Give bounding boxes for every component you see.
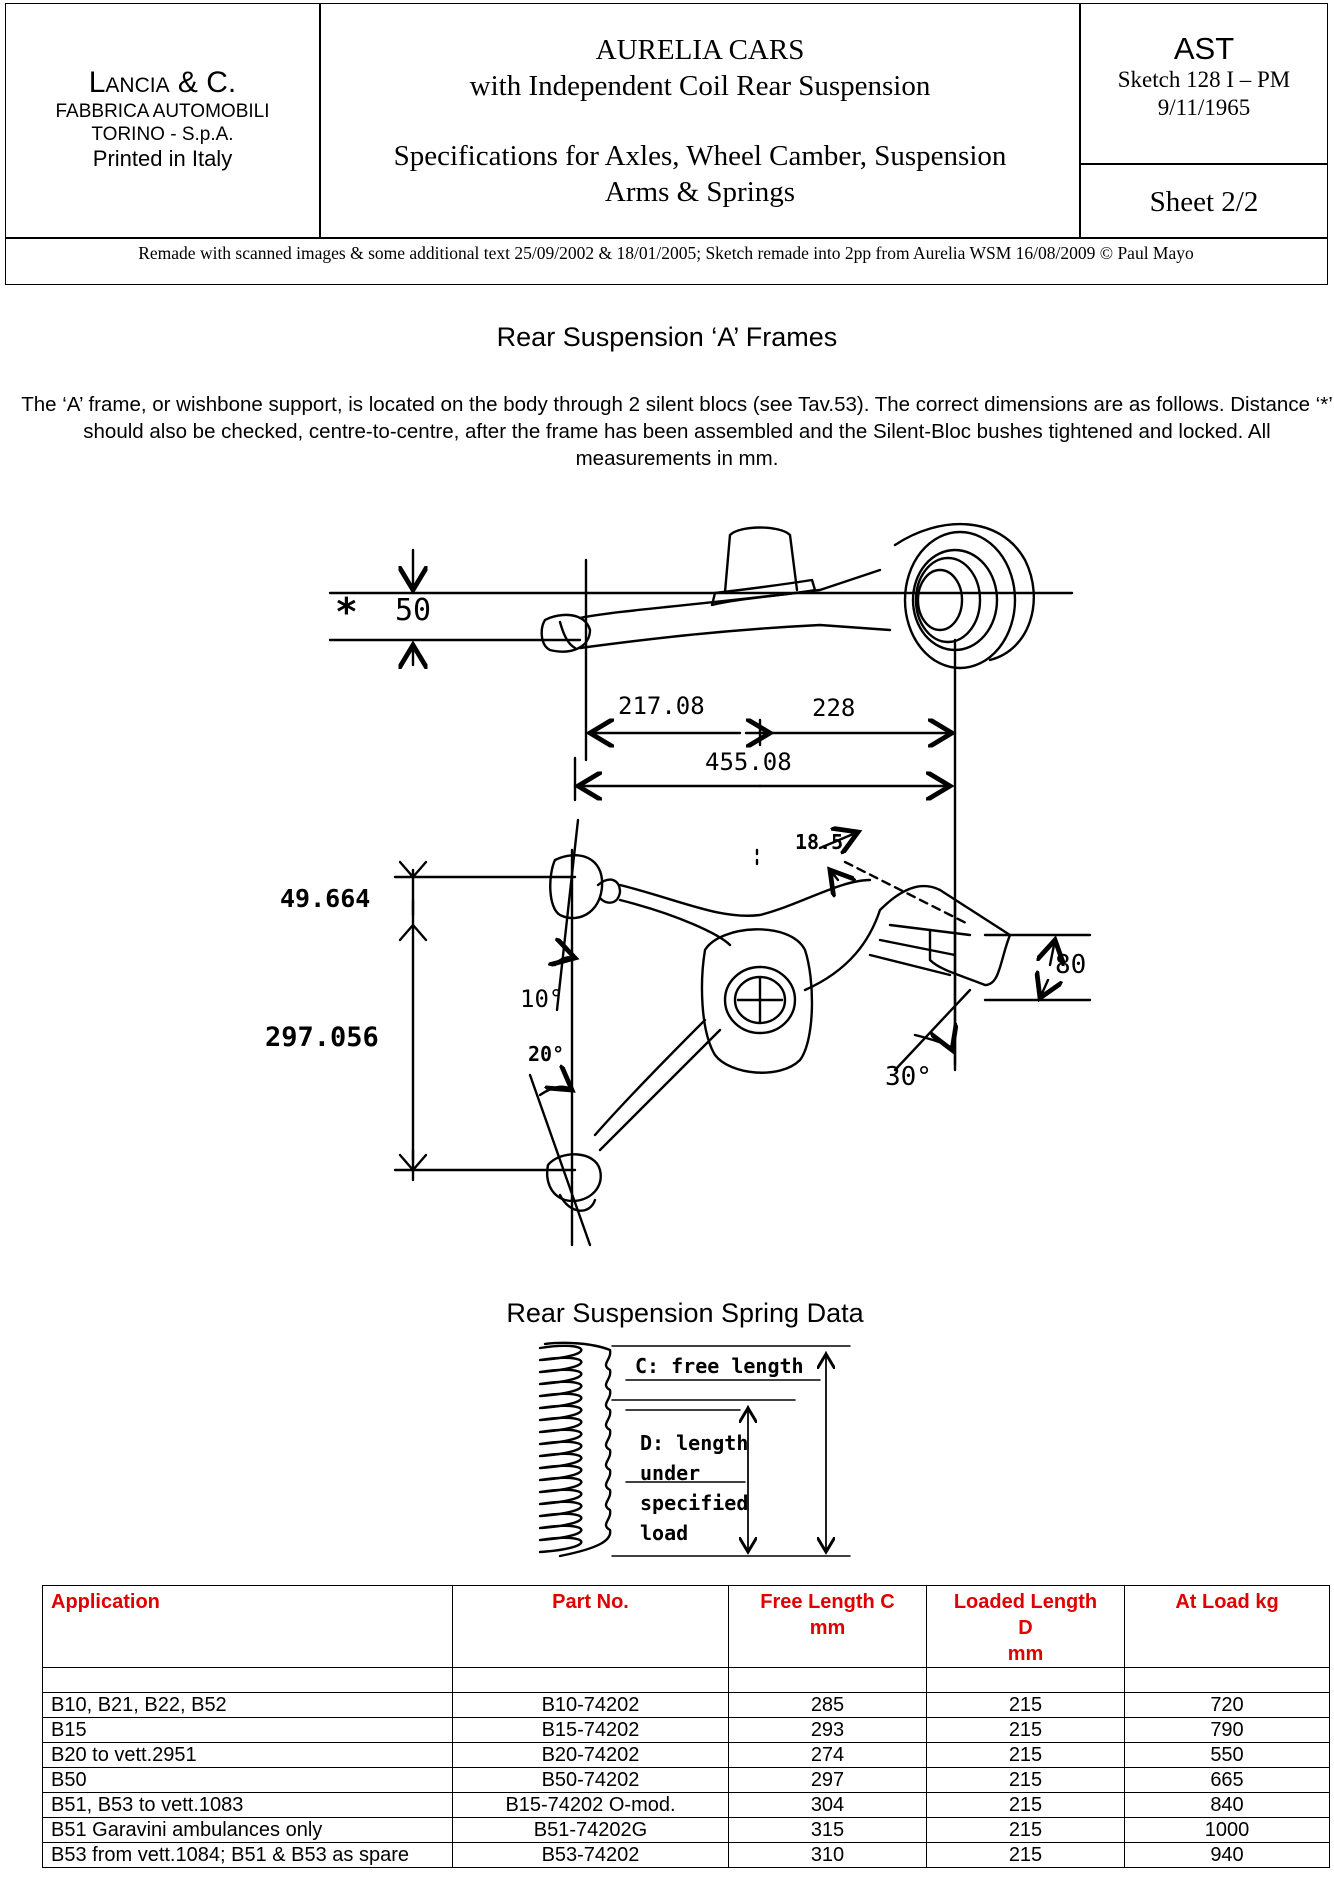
title-line1: AURELIA CARS — [595, 34, 805, 66]
cell-application: B10, B21, B22, B52 — [42, 1692, 453, 1718]
cell-load: 790 — [1124, 1717, 1330, 1743]
cell-part-no: B15-74202 — [452, 1717, 729, 1743]
cell-free: 297 — [728, 1767, 927, 1793]
angle-10: 10° — [520, 985, 564, 1013]
title-line2: with Independent Coil Rear Suspension — [469, 70, 931, 102]
cell-free: 285 — [728, 1692, 927, 1718]
dim-217: 217.08 — [618, 692, 705, 720]
cell-part-no: B10-74202 — [452, 1692, 729, 1718]
printed-in: Printed in Italy — [92, 146, 233, 171]
spring-label-d: D: length under specified load — [640, 1428, 748, 1548]
spring-diagram — [538, 1341, 851, 1558]
title-line4: Arms & Springs — [604, 176, 796, 208]
title-block: AURELIA CARS with Independent Coil Rear … — [321, 32, 1079, 210]
cell-application: B51, B53 to vett.1083 — [42, 1792, 453, 1818]
cell-loaded: 215 — [926, 1842, 1125, 1868]
cell-part-no: B53-74202 — [452, 1842, 729, 1868]
code-block: AST Sketch 128 I – PM 9/11/1965 — [1081, 32, 1327, 122]
spring-label-d2: under — [640, 1461, 701, 1485]
cell-part-no: B51-74202G — [452, 1817, 729, 1843]
cell-load: 665 — [1124, 1767, 1330, 1793]
company-location: TORINO - S.p.A. — [91, 124, 234, 145]
spring-heading: Rear Suspension Spring Data — [506, 1298, 864, 1328]
cell-application: B51 Garavini ambulances only — [42, 1817, 453, 1843]
company-subtitle: FABBRICA AUTOMOBILI — [55, 101, 270, 122]
cell-load: 550 — [1124, 1742, 1330, 1768]
spring-label-d1: D: length — [640, 1431, 749, 1455]
aframe-heading: Rear Suspension ‘A’ Frames — [496, 322, 838, 352]
dim-297: 297.056 — [265, 1022, 379, 1053]
dim-49: 49.664 — [280, 884, 371, 913]
angle-30: 30° — [885, 1062, 932, 1092]
cell-part-no: B50-74202 — [452, 1767, 729, 1793]
cell-loaded: 215 — [926, 1742, 1125, 1768]
cell-loaded: 215 — [926, 1817, 1125, 1843]
spring-label-d3: specified — [640, 1491, 749, 1515]
sheet-number: Sheet 2/2 — [1149, 186, 1259, 218]
cell-application: B50 — [42, 1767, 453, 1793]
cell-load: 840 — [1124, 1792, 1330, 1818]
cell-free: 304 — [728, 1792, 927, 1818]
spring-label-d4: load — [640, 1521, 689, 1545]
cell-load: 940 — [1124, 1842, 1330, 1868]
cell-loaded: 215 — [926, 1692, 1125, 1718]
table-spacer-row — [42, 1667, 1330, 1693]
dim-50: 50 — [395, 593, 432, 628]
cell-load: 720 — [1124, 1692, 1330, 1718]
angle-20: 20° — [528, 1042, 565, 1066]
title-line3: Specifications for Axles, Wheel Camber, … — [393, 140, 1007, 172]
cell-loaded: 215 — [926, 1792, 1125, 1818]
cell-free: 293 — [728, 1717, 927, 1743]
dim-228: 228 — [812, 694, 856, 722]
cell-loaded: 215 — [926, 1767, 1125, 1793]
cell-application: B15 — [42, 1717, 453, 1743]
doc-code: AST — [1173, 31, 1235, 66]
cell-loaded: 215 — [926, 1717, 1125, 1743]
dim-18: 18.5 — [795, 830, 844, 854]
aframe-description: The ‘A’ frame, or wishbone support, is l… — [21, 393, 1333, 470]
dim-star: * — [335, 590, 358, 634]
document-header: Lancia & C. FABBRICA AUTOMOBILI TORINO -… — [5, 3, 1328, 285]
sketch-number: Sketch 128 I – PM — [1117, 67, 1291, 92]
dim-80: 80 — [1055, 950, 1087, 980]
dim-455: 455.08 — [705, 748, 792, 776]
cell-application: B20 to vett.2951 — [42, 1742, 453, 1768]
cell-free: 315 — [728, 1817, 927, 1843]
cell-free: 310 — [728, 1842, 927, 1868]
aframe-side-view — [328, 522, 1074, 1072]
aframe-plan-view — [393, 818, 1092, 1247]
cell-free: 274 — [728, 1742, 927, 1768]
spring-label-c: C: free length — [635, 1354, 804, 1378]
col-application: Application — [42, 1585, 453, 1668]
cell-part-no: B15-74202 O-mod. — [452, 1792, 729, 1818]
company-name: Lancia & C. — [88, 66, 237, 99]
cell-application: B53 from vett.1084; B51 & B53 as spare — [42, 1842, 453, 1868]
remade-note: Remade with scanned images & some additi… — [138, 243, 1194, 263]
col-at-load: At Load kg — [1124, 1585, 1330, 1668]
sketch-date: 9/11/1965 — [1157, 95, 1251, 120]
company-block: Lancia & C. FABBRICA AUTOMOBILI TORINO -… — [6, 66, 319, 172]
cell-load: 1000 — [1124, 1817, 1330, 1843]
cell-part-no: B20-74202 — [452, 1742, 729, 1768]
col-part-no: Part No. — [452, 1585, 729, 1668]
